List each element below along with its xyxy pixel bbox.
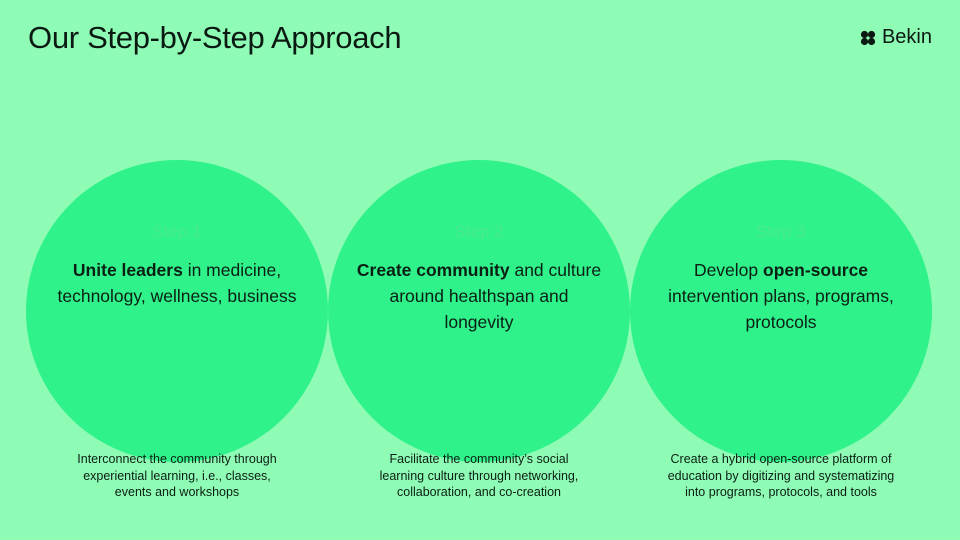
- step-1-circle: [26, 160, 328, 462]
- step-2-description-line: learning culture through networking,: [379, 468, 579, 483]
- step-1-content: Step 1 Unite leaders in medicine, techno…: [26, 222, 328, 309]
- step-1-headline-bold: Unite leaders: [72, 260, 183, 280]
- step-2-circle: [328, 160, 630, 462]
- step-3-headline-post: intervention plans, programs, protocols: [668, 286, 894, 332]
- step-1-description: Interconnect the community through exper…: [26, 451, 328, 501]
- step-3-headline: Develop open-source intervention plans, …: [630, 257, 932, 335]
- step-3-label: Step 3: [756, 222, 806, 241]
- step-1-headline: Unite leaders in medicine, technology, w…: [26, 257, 328, 309]
- step-2-headline: Create community and culture around heal…: [328, 257, 630, 335]
- step-3-description: Create a hybrid open-source platform of …: [630, 451, 932, 501]
- step-1-description-line: experiential learning, i.e., classes,: [83, 468, 271, 483]
- step-2-label: Step 2: [454, 222, 504, 241]
- brand-logo: Bekin: [860, 26, 932, 49]
- step-3-description-line: education by digitizing and systematizin…: [667, 468, 895, 483]
- step-3-headline-bold: open-source: [763, 260, 869, 280]
- brand-name: Bekin: [881, 26, 932, 48]
- step-2-headline-bold: Create community: [356, 260, 510, 280]
- step-1-description-line: Interconnect the community through: [77, 452, 277, 466]
- step-3-content: Step 3 Develop open-source intervention …: [630, 222, 932, 335]
- step-1-description-line: events and workshops: [114, 485, 240, 499]
- step-3-circle: [630, 160, 932, 462]
- step-2-description: Facilitate the community’s social learni…: [328, 451, 630, 501]
- step-2-description-line: collaboration, and co-creation: [397, 485, 561, 499]
- step-2-headline-post: and culture around healthspan and longev…: [389, 260, 602, 332]
- step-3-description-line: into programs, protocols, and tools: [685, 485, 877, 499]
- step-1-label: Step 1: [152, 222, 202, 241]
- step-3-headline-pre: Develop: [693, 260, 764, 280]
- step-2-description-line: Facilitate the community’s social: [389, 452, 569, 466]
- step-3-description-line: Create a hybrid open-source platform of: [670, 452, 892, 466]
- step-1-headline-post: in medicine, technology, wellness, busin…: [57, 260, 297, 306]
- four-petal-logo-icon: [860, 30, 876, 45]
- page-title: Our Step-by-Step Approach: [28, 20, 402, 55]
- step-2-content: Step 2 Create community and culture arou…: [328, 222, 630, 335]
